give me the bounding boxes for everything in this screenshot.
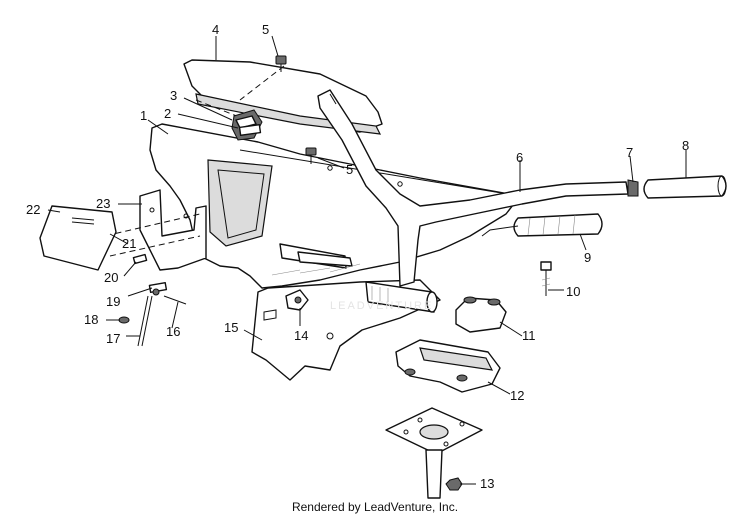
callout-2: 2 bbox=[164, 106, 171, 121]
part-4-top-cover bbox=[183, 59, 383, 135]
callout-8: 8 bbox=[682, 138, 689, 153]
callout-16: 16 bbox=[166, 324, 180, 339]
part-20-screw bbox=[132, 253, 148, 265]
plate-logo bbox=[71, 217, 95, 225]
part-10-bolt bbox=[540, 261, 552, 296]
part-7-end-plug bbox=[627, 179, 639, 197]
part-13-nut bbox=[445, 477, 463, 491]
part-1-console-body bbox=[149, 123, 521, 289]
leader-lines bbox=[47, 35, 687, 485]
callout-15: 15 bbox=[224, 320, 238, 335]
steering-shaft bbox=[365, 281, 438, 313]
part-11-upper-clamp bbox=[455, 296, 507, 333]
callout-6: 6 bbox=[516, 150, 523, 165]
callout-5-upper: 5 bbox=[262, 22, 269, 37]
part-9-throttle-grip bbox=[481, 213, 603, 237]
mounting-plate bbox=[385, 407, 483, 499]
callout-10: 10 bbox=[566, 284, 580, 299]
callout-21: 21 bbox=[122, 236, 136, 251]
watermark: LEADVENTURE bbox=[330, 300, 434, 312]
callout-22: 22 bbox=[26, 202, 40, 217]
callout-20: 20 bbox=[104, 270, 118, 285]
callout-19: 19 bbox=[106, 294, 120, 309]
callout-9: 9 bbox=[584, 250, 591, 265]
footer-credit: Rendered by LeadVenture, Inc. bbox=[291, 500, 459, 514]
part-23-bracket bbox=[95, 189, 207, 271]
callout-14: 14 bbox=[294, 328, 308, 343]
callout-5-lower: 5 bbox=[346, 162, 353, 177]
callout-18: 18 bbox=[84, 312, 98, 327]
part-16-19-fittings bbox=[118, 281, 187, 347]
callout-17: 17 bbox=[106, 331, 120, 346]
part-6-handlebar bbox=[317, 89, 629, 287]
part-2-bezel bbox=[238, 123, 262, 137]
callout-13: 13 bbox=[480, 476, 494, 491]
part-5-screw-upper bbox=[275, 55, 287, 72]
part-8-grip bbox=[643, 175, 727, 199]
callout-4: 4 bbox=[212, 22, 219, 37]
callouts: 1 2 3 4 5 5 6 7 8 9 10 11 12 13 14 15 16… bbox=[26, 22, 689, 491]
callout-23: 23 bbox=[96, 196, 110, 211]
part-22-plate bbox=[39, 205, 117, 271]
callout-11: 11 bbox=[522, 328, 536, 343]
callout-3: 3 bbox=[170, 88, 177, 103]
part-12-lower-clamp bbox=[395, 339, 501, 393]
callout-1: 1 bbox=[140, 108, 147, 123]
part-14-clip bbox=[263, 289, 309, 321]
callout-7: 7 bbox=[626, 145, 633, 160]
callout-12: 12 bbox=[510, 388, 524, 403]
part-5-screw-lower bbox=[305, 147, 317, 164]
